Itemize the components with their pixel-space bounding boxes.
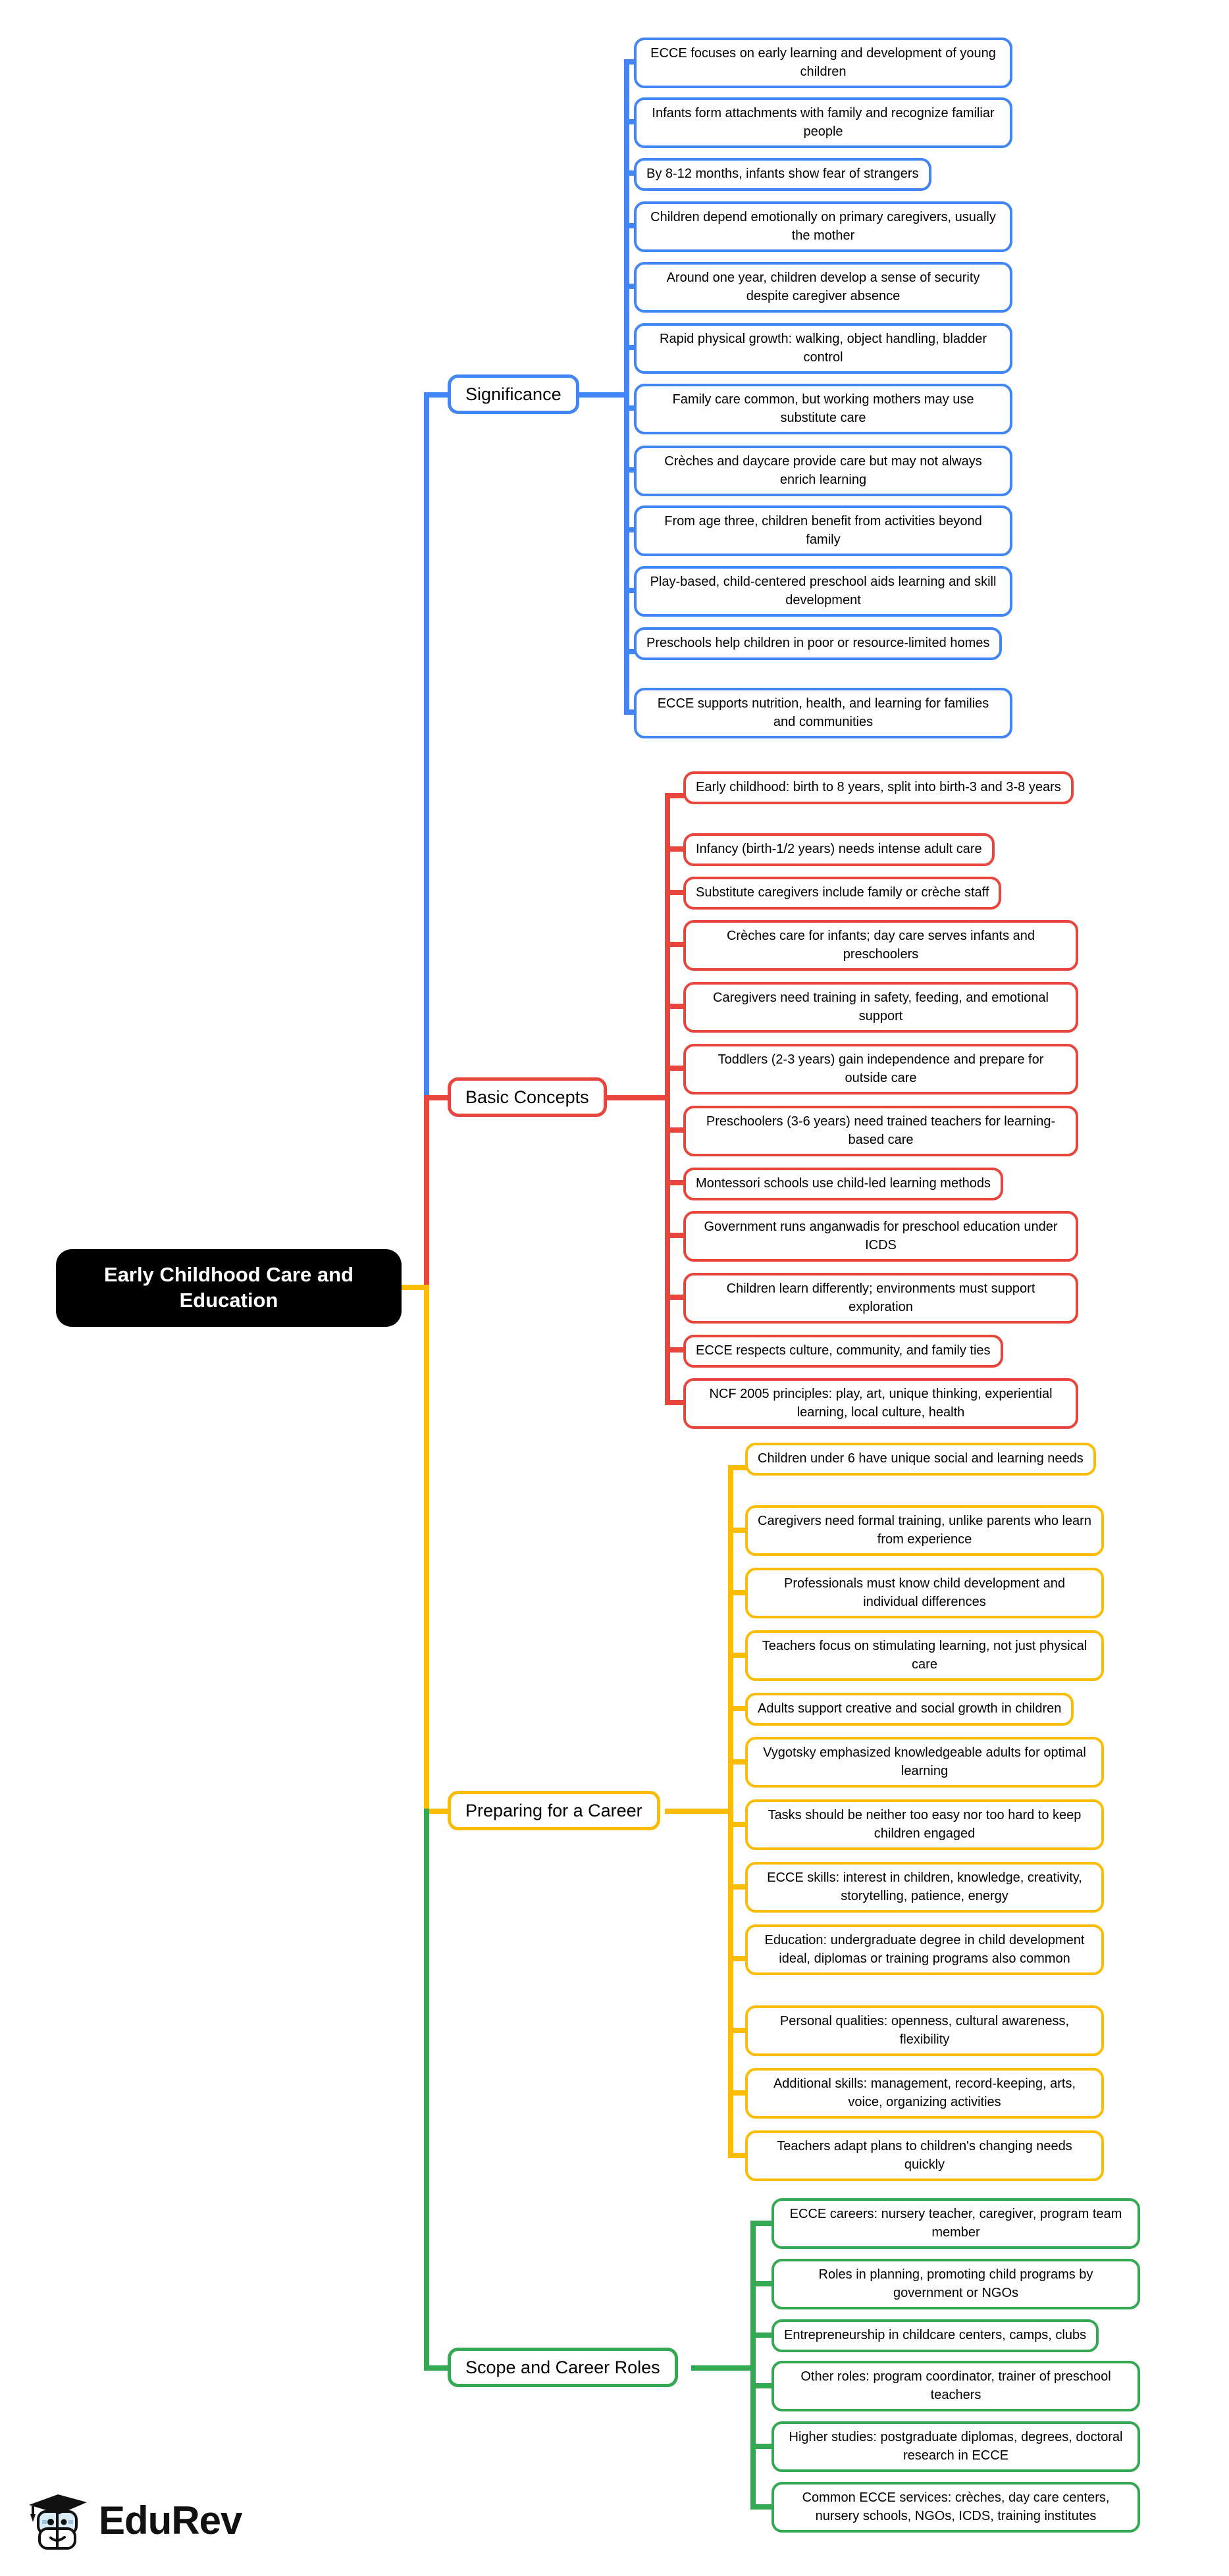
edurev-logo-text: EduRev — [99, 2498, 242, 2542]
leaf-node-basic-concepts-5[interactable]: Toddlers (2-3 years) gain independence a… — [683, 1044, 1078, 1095]
connector-leaf-basic-concepts-10 — [665, 1347, 699, 1352]
connector-leaf-scope-career-roles-1 — [750, 2281, 787, 2286]
leaf-node-scope-career-roles-0[interactable]: ECCE careers: nursery teacher, caregiver… — [771, 2198, 1140, 2250]
leaf-node-preparing-career-6[interactable]: Tasks should be neither too easy nor too… — [745, 1799, 1104, 1851]
leaf-node-preparing-career-11[interactable]: Teachers adapt plans to children's chang… — [745, 2130, 1104, 2182]
connector-leaf-basic-concepts-8 — [665, 1233, 699, 1238]
leaf-node-preparing-career-9[interactable]: Personal qualities: openness, cultural a… — [745, 2005, 1104, 2057]
connector-label-scope-career-roles — [424, 2365, 454, 2371]
leaf-node-preparing-career-5[interactable]: Vygotsky emphasized knowledgeable adults… — [745, 1737, 1104, 1788]
connector-leaf-basic-concepts-7 — [665, 1180, 699, 1185]
edurev-logo[interactable]: EduRev — [24, 2488, 242, 2552]
connector-leaf-preparing-career-0 — [728, 1465, 761, 1470]
connector-leaf-preparing-career-8 — [728, 1956, 761, 1961]
connector-leaf-basic-concepts-6 — [665, 1127, 699, 1133]
connector-leaf-preparing-career-1 — [728, 1528, 761, 1533]
leaf-node-preparing-career-10[interactable]: Additional skills: management, record-ke… — [745, 2068, 1104, 2119]
leaf-node-significance-2[interactable]: By 8-12 months, infants show fear of str… — [634, 158, 931, 191]
connector-leaf-scope-career-roles-4 — [750, 2444, 787, 2449]
leaf-node-basic-concepts-2[interactable]: Substitute caregivers include family or … — [683, 877, 1002, 910]
leaf-node-significance-5[interactable]: Rapid physical growth: walking, object h… — [634, 323, 1012, 374]
connector-label-basic-concepts — [424, 1095, 454, 1100]
leaf-node-preparing-career-7[interactable]: ECCE skills: interest in children, knowl… — [745, 1862, 1104, 1913]
leaf-node-scope-career-roles-3[interactable]: Other roles: program coordinator, traine… — [771, 2361, 1140, 2412]
leaf-node-significance-11[interactable]: ECCE supports nutrition, health, and lea… — [634, 688, 1012, 739]
connector-root — [402, 1285, 429, 1290]
connector-leaf-preparing-career-3 — [728, 1653, 761, 1658]
branch-label-scope-career-roles[interactable]: Scope and Career Roles — [448, 2348, 678, 2388]
connector-leaf-preparing-career-11 — [728, 2153, 761, 2158]
connector-leaf-preparing-career-7 — [728, 1884, 761, 1890]
branch-trunk-basic-concepts — [665, 793, 670, 1405]
leaf-node-significance-4[interactable]: Around one year, children develop a sens… — [634, 262, 1012, 313]
leaf-node-significance-0[interactable]: ECCE focuses on early learning and devel… — [634, 38, 1012, 89]
connector-label-preparing-career — [424, 1809, 454, 1814]
connector-leaf-preparing-career-9 — [728, 2028, 761, 2033]
connector-leaf-basic-concepts-4 — [665, 1004, 699, 1009]
trunk-segment-significance — [424, 392, 429, 1098]
leaf-node-significance-10[interactable]: Preschools help children in poor or reso… — [634, 627, 1003, 660]
leaf-node-basic-concepts-9[interactable]: Children learn differently; environments… — [683, 1273, 1078, 1324]
leaf-node-basic-concepts-11[interactable]: NCF 2005 principles: play, art, unique t… — [683, 1378, 1078, 1430]
connector-right-preparing-career — [665, 1809, 733, 1814]
branch-trunk-scope-career-roles — [750, 2221, 756, 2510]
leaf-node-scope-career-roles-2[interactable]: Entrepreneurship in childcare centers, c… — [771, 2319, 1099, 2352]
leaf-node-basic-concepts-6[interactable]: Preschoolers (3-6 years) need trained te… — [683, 1106, 1078, 1157]
connector-leaf-preparing-career-2 — [728, 1590, 761, 1595]
leaf-node-basic-concepts-0[interactable]: Early childhood: birth to 8 years, split… — [683, 771, 1074, 804]
connector-leaf-basic-concepts-5 — [665, 1066, 699, 1071]
branch-trunk-significance — [624, 59, 629, 715]
leaf-node-basic-concepts-3[interactable]: Crèches care for infants; day care serve… — [683, 920, 1078, 971]
connector-leaf-scope-career-roles-5 — [750, 2504, 787, 2510]
connector-leaf-scope-career-roles-2 — [750, 2332, 787, 2338]
leaf-node-basic-concepts-7[interactable]: Montessori schools use child-led learnin… — [683, 1168, 1004, 1200]
leaf-node-scope-career-roles-4[interactable]: Higher studies: postgraduate diplomas, d… — [771, 2421, 1140, 2473]
leaf-node-significance-9[interactable]: Play-based, child-centered preschool aid… — [634, 566, 1012, 617]
leaf-node-basic-concepts-10[interactable]: ECCE respects culture, community, and fa… — [683, 1335, 1003, 1368]
connector-leaf-basic-concepts-0 — [665, 793, 699, 798]
branch-label-basic-concepts[interactable]: Basic Concepts — [448, 1077, 607, 1118]
leaf-node-significance-8[interactable]: From age three, children benefit from ac… — [634, 505, 1012, 557]
connector-right-significance — [566, 392, 629, 398]
leaf-node-basic-concepts-1[interactable]: Infancy (birth-1/2 years) needs intense … — [683, 833, 995, 866]
leaf-node-significance-1[interactable]: Infants form attachments with family and… — [634, 97, 1012, 149]
leaf-node-preparing-career-3[interactable]: Teachers focus on stimulating learning, … — [745, 1630, 1104, 1682]
connector-leaf-basic-concepts-2 — [665, 890, 699, 895]
leaf-node-significance-7[interactable]: Crèches and daycare provide care but may… — [634, 446, 1012, 497]
connector-leaf-preparing-career-5 — [728, 1759, 761, 1765]
connector-right-basic-concepts — [592, 1095, 670, 1100]
connector-leaf-basic-concepts-9 — [665, 1295, 699, 1300]
leaf-node-preparing-career-8[interactable]: Education: undergraduate degree in child… — [745, 1924, 1104, 1976]
connector-leaf-preparing-career-10 — [728, 2090, 761, 2096]
leaf-node-significance-3[interactable]: Children depend emotionally on primary c… — [634, 201, 1012, 253]
connector-leaf-preparing-career-6 — [728, 1822, 761, 1827]
leaf-node-preparing-career-4[interactable]: Adults support creative and social growt… — [745, 1693, 1074, 1726]
connector-right-scope-career-roles — [691, 2365, 756, 2371]
leaf-node-scope-career-roles-1[interactable]: Roles in planning, promoting child progr… — [771, 2259, 1140, 2310]
leaf-node-scope-career-roles-5[interactable]: Common ECCE services: crèches, day care … — [771, 2482, 1140, 2533]
connector-leaf-basic-concepts-11 — [665, 1400, 699, 1405]
leaf-node-basic-concepts-8[interactable]: Government runs anganwadis for preschool… — [683, 1211, 1078, 1262]
connector-leaf-scope-career-roles-3 — [750, 2383, 787, 2388]
root-node[interactable]: Early Childhood Care and Education — [56, 1249, 402, 1327]
connector-leaf-scope-career-roles-0 — [750, 2221, 787, 2226]
branch-label-significance[interactable]: Significance — [448, 374, 579, 415]
leaf-node-basic-concepts-4[interactable]: Caregivers need training in safety, feed… — [683, 982, 1078, 1033]
edurev-logo-icon — [29, 2494, 87, 2550]
connector-label-significance — [424, 392, 454, 398]
leaf-node-preparing-career-0[interactable]: Children under 6 have unique social and … — [745, 1443, 1096, 1476]
trunk-segment-scope-career-roles — [424, 1809, 429, 2371]
leaf-node-preparing-career-2[interactable]: Professionals must know child developmen… — [745, 1568, 1104, 1619]
leaf-node-preparing-career-1[interactable]: Caregivers need formal training, unlike … — [745, 1505, 1104, 1557]
leaf-node-significance-6[interactable]: Family care common, but working mothers … — [634, 384, 1012, 435]
trunk-segment-preparing-career — [424, 1285, 429, 1811]
connector-leaf-basic-concepts-1 — [665, 846, 699, 852]
branch-label-preparing-career[interactable]: Preparing for a Career — [448, 1791, 660, 1831]
connector-leaf-preparing-career-4 — [728, 1706, 761, 1711]
connector-leaf-basic-concepts-3 — [665, 942, 699, 947]
trunk-segment-basic-concepts — [424, 1095, 429, 1287]
branch-trunk-preparing-career — [728, 1465, 733, 2158]
